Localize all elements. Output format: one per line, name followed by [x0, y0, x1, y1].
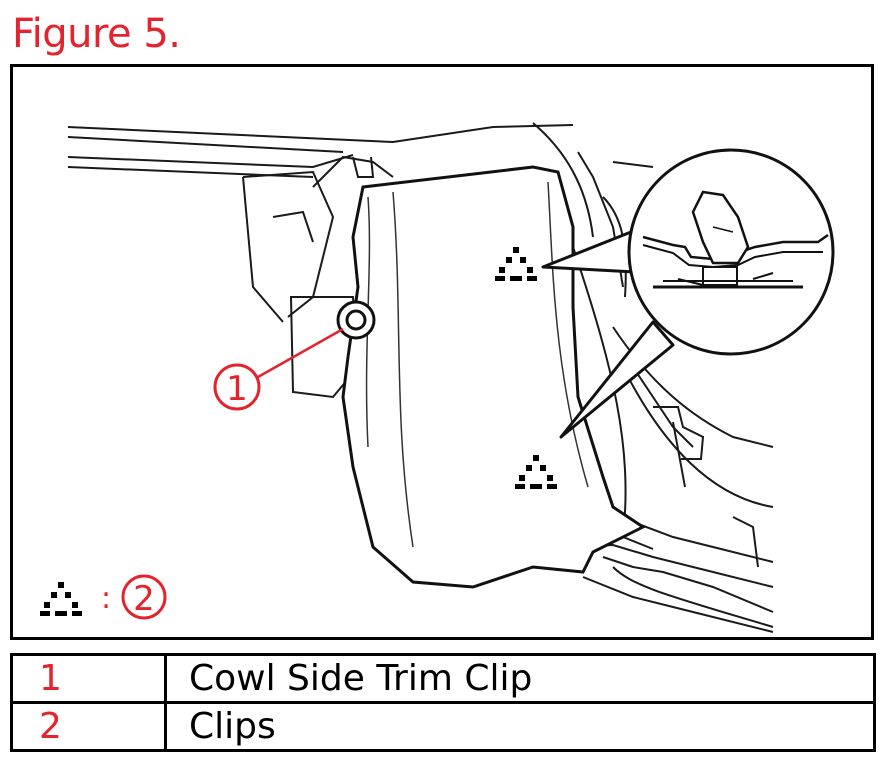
legend-table: 1 Cowl Side Trim Clip 2 Clips — [10, 653, 876, 752]
diagram-frame: 1 : 2 — [10, 64, 874, 640]
cowl-trim-clip-hole — [336, 300, 376, 340]
legend-description: Cowl Side Trim Clip — [164, 653, 876, 704]
legend-row: 1 Cowl Side Trim Clip — [10, 653, 876, 704]
legend-number: 2 — [10, 701, 167, 752]
callout-1: 1 — [213, 363, 261, 411]
cowl-trim-illustration: 1 : 2 — [40, 122, 835, 633]
cowl-side-trim-panel — [341, 165, 646, 589]
clip-detail-magnifier — [541, 148, 835, 439]
svg-text:1: 1 — [226, 369, 248, 409]
legend-row: 2 Clips — [10, 701, 876, 752]
legend-description: Clips — [164, 701, 876, 752]
legend-key-triangle-icon — [40, 582, 82, 616]
legend-key-callout-2: 2 — [121, 574, 167, 620]
figure-title: Figure 5. — [12, 11, 181, 57]
legend-key-separator: : — [101, 581, 111, 616]
legend-number: 1 — [10, 653, 167, 704]
svg-text:2: 2 — [133, 579, 155, 619]
